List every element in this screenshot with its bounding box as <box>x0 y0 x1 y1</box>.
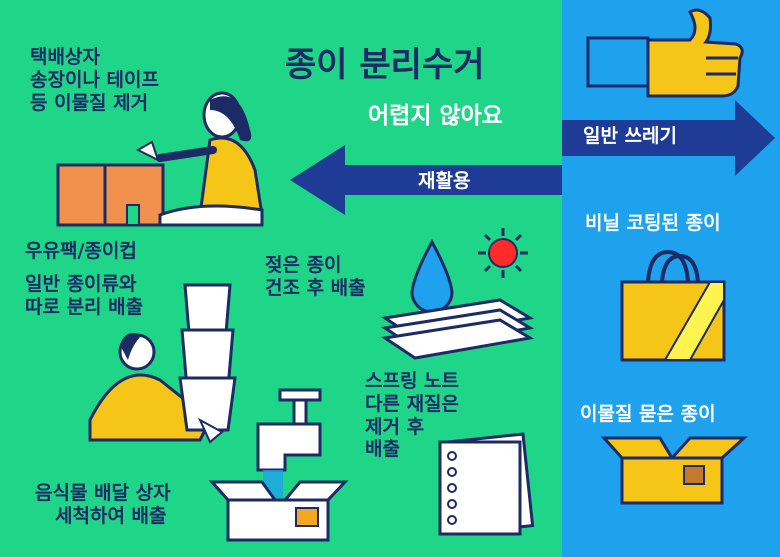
item-dirty-paper: 이물질 묻은 종이 <box>580 403 716 425</box>
item-line: 세척하여 배출 <box>55 504 167 527</box>
arrow-left-icon <box>290 145 562 215</box>
item-line: 택배상자 <box>30 46 100 68</box>
faucet-icon <box>256 388 322 498</box>
sun-icon <box>478 228 528 278</box>
item-milk-carton: 우유팩/종이컵 일반 종이류와 따로 분리 배출 <box>25 240 143 318</box>
item-line: 젖은 종이 <box>265 254 342 276</box>
thumbs-up-icon <box>586 8 744 98</box>
item-line: 배출 <box>365 438 400 461</box>
item-line: 다른 재질은 <box>365 392 460 415</box>
food-box-icon <box>208 480 349 542</box>
item-line: 건조 후 배출 <box>265 276 366 299</box>
person-with-cups-icon <box>88 283 237 444</box>
item-line: 일반 종이류와 <box>25 272 137 295</box>
spring-notebook-icon <box>438 432 535 536</box>
item-line: 등 이물질 제거 <box>30 91 149 114</box>
arrow-right-label: 일반 쓰레기 <box>583 125 678 147</box>
item-line: 송장이나 테이프 <box>30 68 159 91</box>
item-coated-paper: 비닐 코팅된 종이 <box>585 212 721 234</box>
item-line: 우유팩/종이컵 <box>25 240 137 262</box>
person-taping-box-icon <box>56 91 264 227</box>
item-line: 제거 후 <box>365 415 425 438</box>
dirty-box-icon <box>600 436 748 505</box>
item-line: 음식물 배달 상자 <box>35 482 171 504</box>
wet-paper-icon <box>380 238 535 360</box>
item-line: 스프링 노트 <box>365 370 460 392</box>
item-line: 따로 분리 배출 <box>25 295 144 318</box>
item-wet-paper: 젖은 종이 건조 후 배출 <box>265 254 366 300</box>
item-spring-note: 스프링 노트 다른 재질은 제거 후 배출 <box>365 370 459 461</box>
item-food-box: 음식물 배달 상자 세척하여 배출 <box>35 482 171 528</box>
arrow-left-label: 재활용 <box>418 170 471 192</box>
page-title: 종이 분리수거 <box>285 45 485 85</box>
page-subtitle: 어렵지 않아요 <box>368 103 503 129</box>
arrow-right-icon <box>562 100 775 176</box>
coated-bag-icon <box>620 249 726 362</box>
item-parcel-box: 택배상자 송장이나 테이프 등 이물질 제거 <box>30 46 159 114</box>
